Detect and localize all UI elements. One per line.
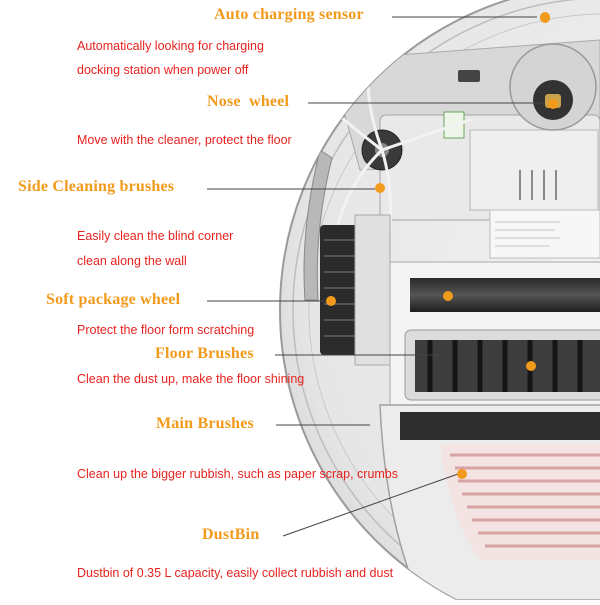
marker-auto-charging-sensor	[540, 12, 550, 22]
desc-main-brushes: Clean up the bigger rubbish, such as pap…	[77, 467, 399, 481]
desc-nose-wheel: Move with the cleaner, protect the floor	[77, 133, 292, 147]
feature-markers	[326, 12, 558, 479]
desc-side-cleaning-brushes-line-2: clean along the wall	[77, 254, 187, 268]
dustbin-compartment	[379, 404, 600, 601]
leader-lines	[207, 16, 545, 537]
side-wheel	[320, 214, 391, 366]
desc-auto-charging-sensor-line-1: Automatically looking for charging	[77, 39, 264, 53]
desc-soft-package-wheel: Protect the floor form scratching	[77, 323, 255, 337]
marker-dustbin	[457, 469, 467, 479]
marker-nose-wheel	[548, 99, 558, 109]
desc-auto-charging-sensor-line-2: docking station when power off	[77, 63, 249, 77]
marker-main-brushes	[526, 361, 536, 371]
title-side-cleaning-brushes: Side Cleaning brushes	[18, 178, 175, 195]
main-brush-roller	[404, 329, 600, 401]
marker-floor-brushes	[443, 291, 453, 301]
title-floor-brushes: Floor Brushes	[155, 345, 254, 362]
title-auto-charging-sensor: Auto charging sensor	[214, 6, 364, 23]
desc-dustbin: Dustbin of 0.35 L capacity, easily colle…	[77, 566, 394, 580]
title-dustbin: DustBin	[202, 526, 260, 543]
marker-soft-package-wheel	[326, 296, 336, 306]
title-soft-package-wheel: Soft package wheel	[46, 291, 181, 308]
desc-floor-brushes: Clean the dust up, make the floor shinin…	[77, 372, 305, 386]
leader-dustbin	[282, 473, 459, 537]
marker-side-cleaning-brushes	[375, 183, 385, 193]
title-nose-wheel: Nose wheel	[207, 93, 290, 110]
desc-side-cleaning-brushes-line-1: Easily clean the blind corner	[77, 229, 234, 243]
title-main-brushes: Main Brushes	[156, 415, 254, 432]
